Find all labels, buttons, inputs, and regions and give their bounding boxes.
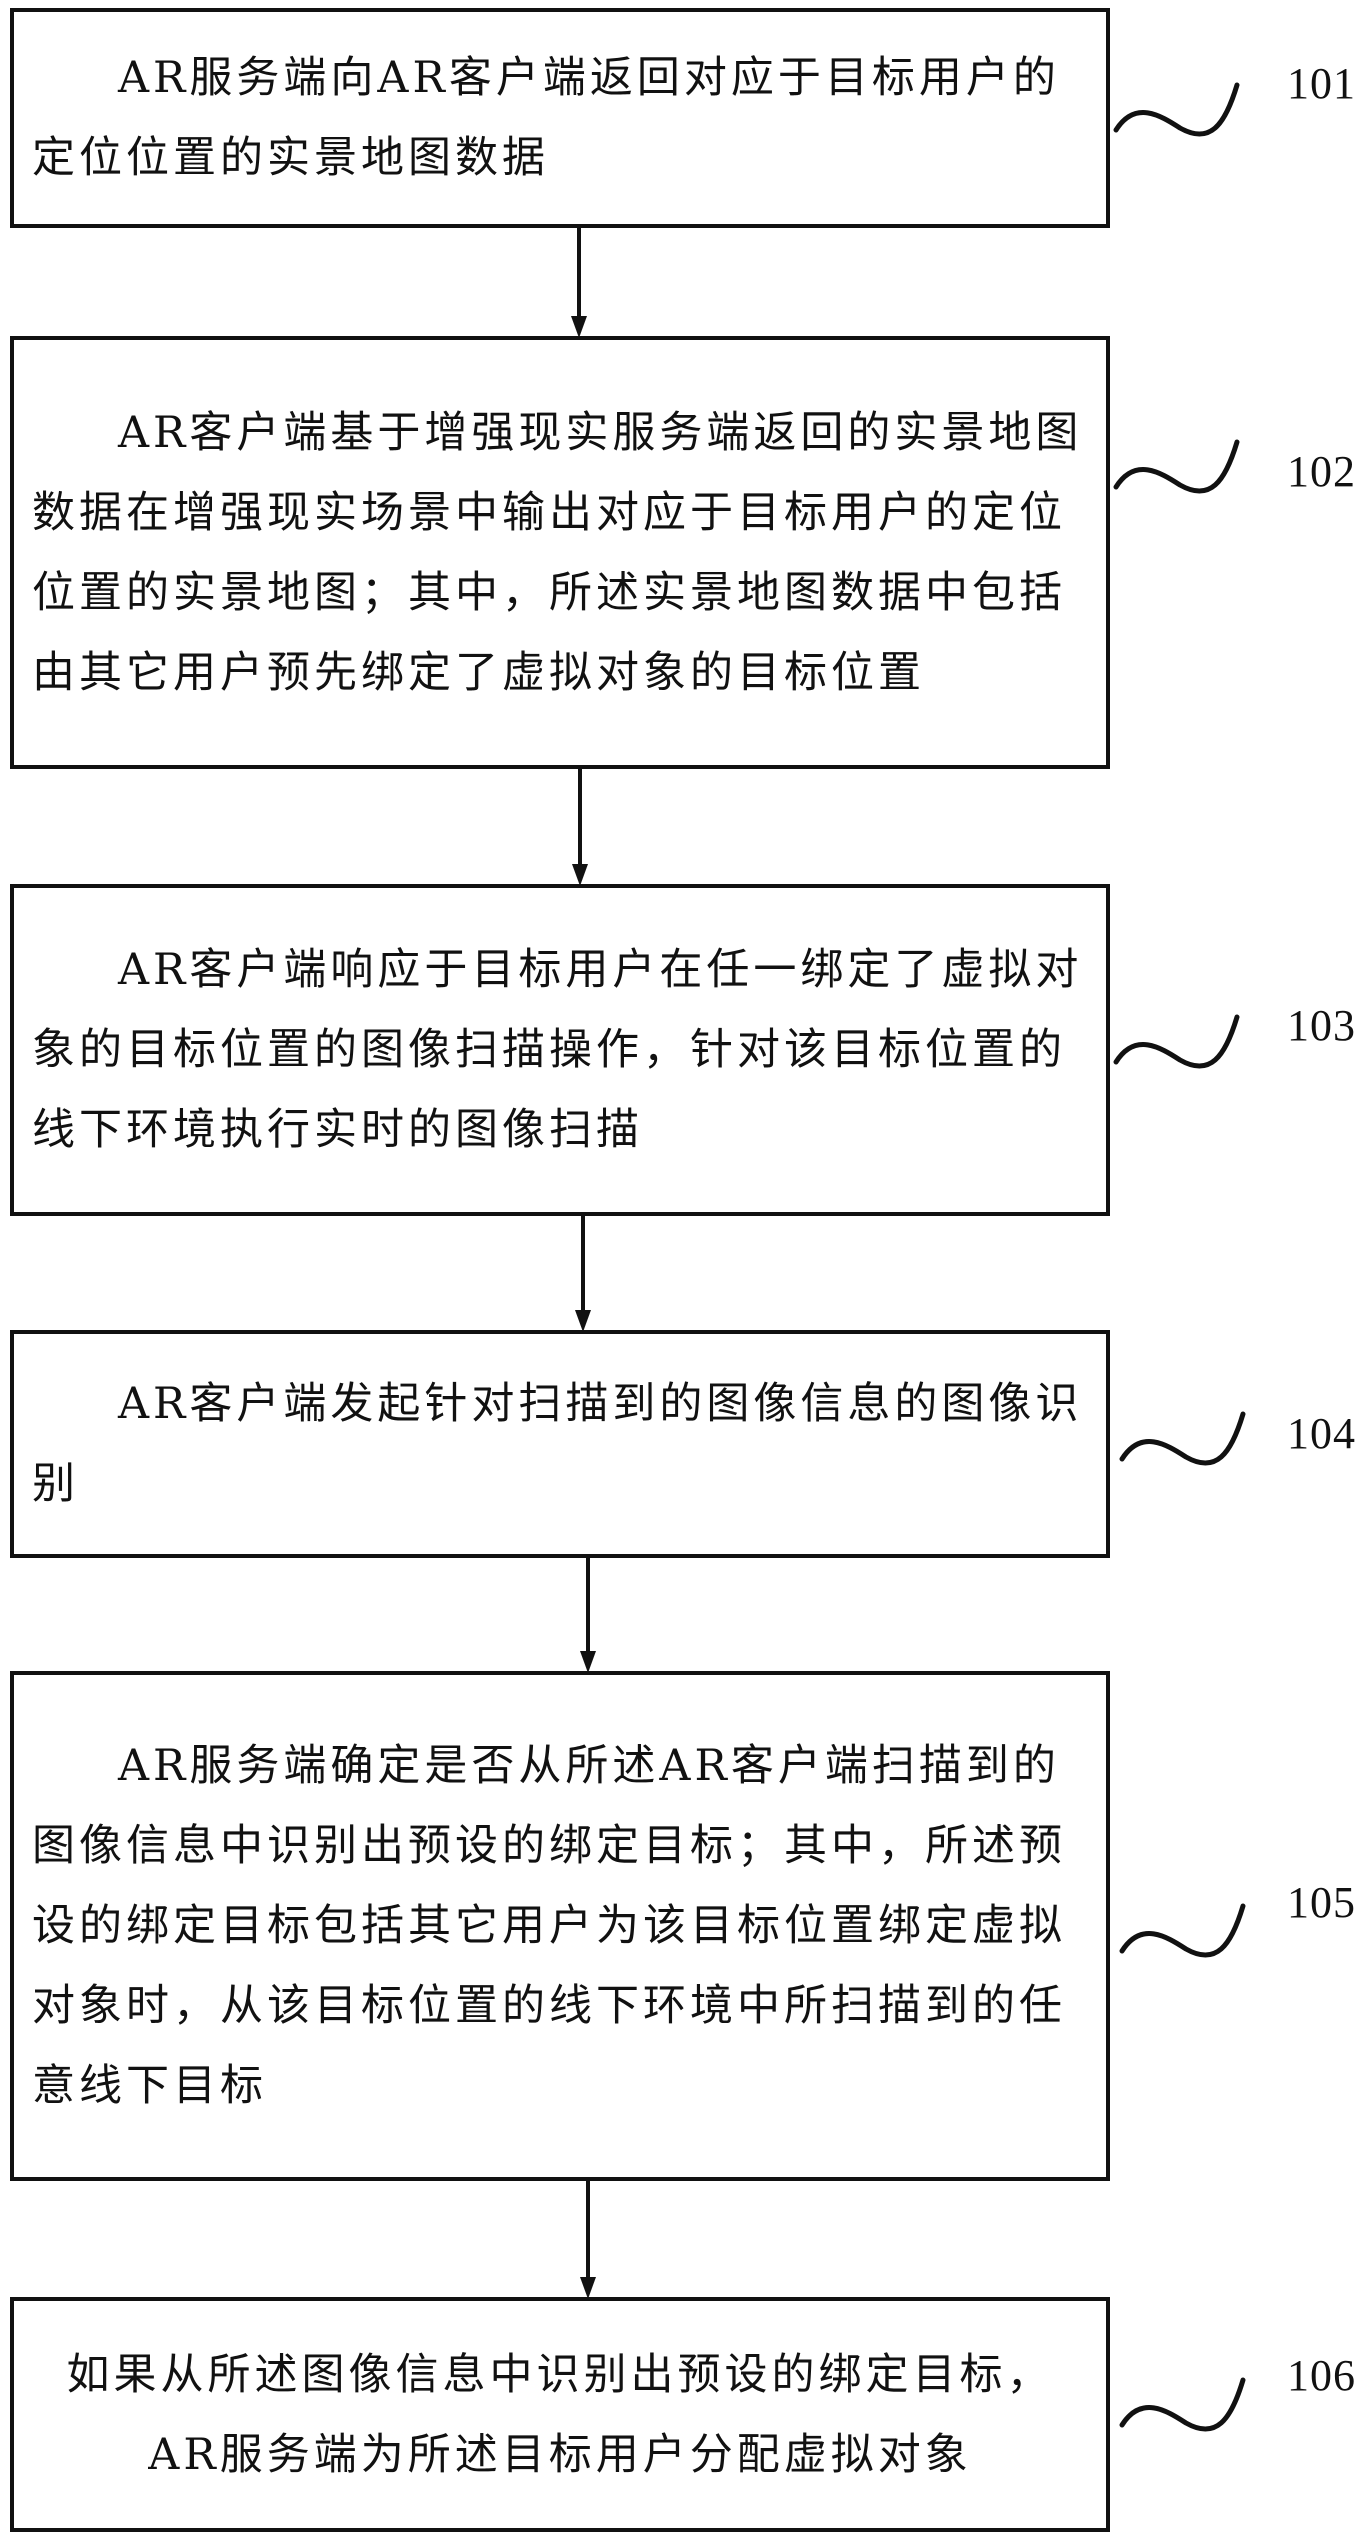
step-label-101: 101 — [1287, 59, 1356, 108]
leader-106-icon — [1119, 2377, 1246, 2432]
step-box-104: AR客户端发起针对扫描到的图像信息的图像识别 — [10, 1330, 1110, 1558]
arrowhead-104 — [575, 1310, 591, 1332]
step-label-105: 105 — [1287, 1878, 1356, 1927]
step-label-104: 104 — [1287, 1409, 1356, 1458]
leader-103-icon — [1113, 1014, 1240, 1069]
arrowhead-103 — [572, 864, 588, 886]
step-box-105: AR服务端确定是否从所述AR客户端扫描到的图像信息中识别出预设的绑定目标；其中，… — [10, 1671, 1110, 2181]
step-box-101: AR服务端向AR客户端返回对应于目标用户的定位位置的实景地图数据 — [10, 8, 1110, 228]
arrowhead-105 — [580, 1651, 596, 1673]
step-text: AR客户端响应于目标用户在任一绑定了虚拟对象的目标位置的图像扫描操作，针对该目标… — [32, 945, 1083, 1155]
step-box-103: AR客户端响应于目标用户在任一绑定了虚拟对象的目标位置的图像扫描操作，针对该目标… — [10, 884, 1110, 1216]
step-label-106: 106 — [1287, 2351, 1356, 2400]
leader-105-icon — [1119, 1903, 1246, 1958]
leader-102-icon — [1113, 439, 1240, 494]
arrowhead-102 — [571, 316, 587, 338]
step-text: AR客户端基于增强现实服务端返回的实景地图数据在增强现实场景中输出对应于目标用户… — [32, 407, 1083, 698]
step-text: AR服务端向AR客户端返回对应于目标用户的定位位置的实景地图数据 — [32, 53, 1060, 183]
step-text: 如果从所述图像信息中识别出预设的绑定目标，AR服务端为所述目标用户分配虚拟对象 — [66, 2349, 1054, 2480]
step-text: AR服务端确定是否从所述AR客户端扫描到的图像信息中识别出预设的绑定目标；其中，… — [32, 1741, 1066, 2111]
arrowhead-106 — [580, 2277, 596, 2299]
leader-101-icon — [1113, 82, 1240, 137]
step-label-103: 103 — [1287, 1001, 1356, 1050]
step-label-102: 102 — [1287, 447, 1356, 496]
leader-104-icon — [1119, 1411, 1246, 1466]
step-text: AR客户端发起针对扫描到的图像信息的图像识别 — [32, 1379, 1083, 1509]
step-box-106: 如果从所述图像信息中识别出预设的绑定目标，AR服务端为所述目标用户分配虚拟对象 — [10, 2297, 1110, 2532]
step-box-102: AR客户端基于增强现实服务端返回的实景地图数据在增强现实场景中输出对应于目标用户… — [10, 336, 1110, 769]
